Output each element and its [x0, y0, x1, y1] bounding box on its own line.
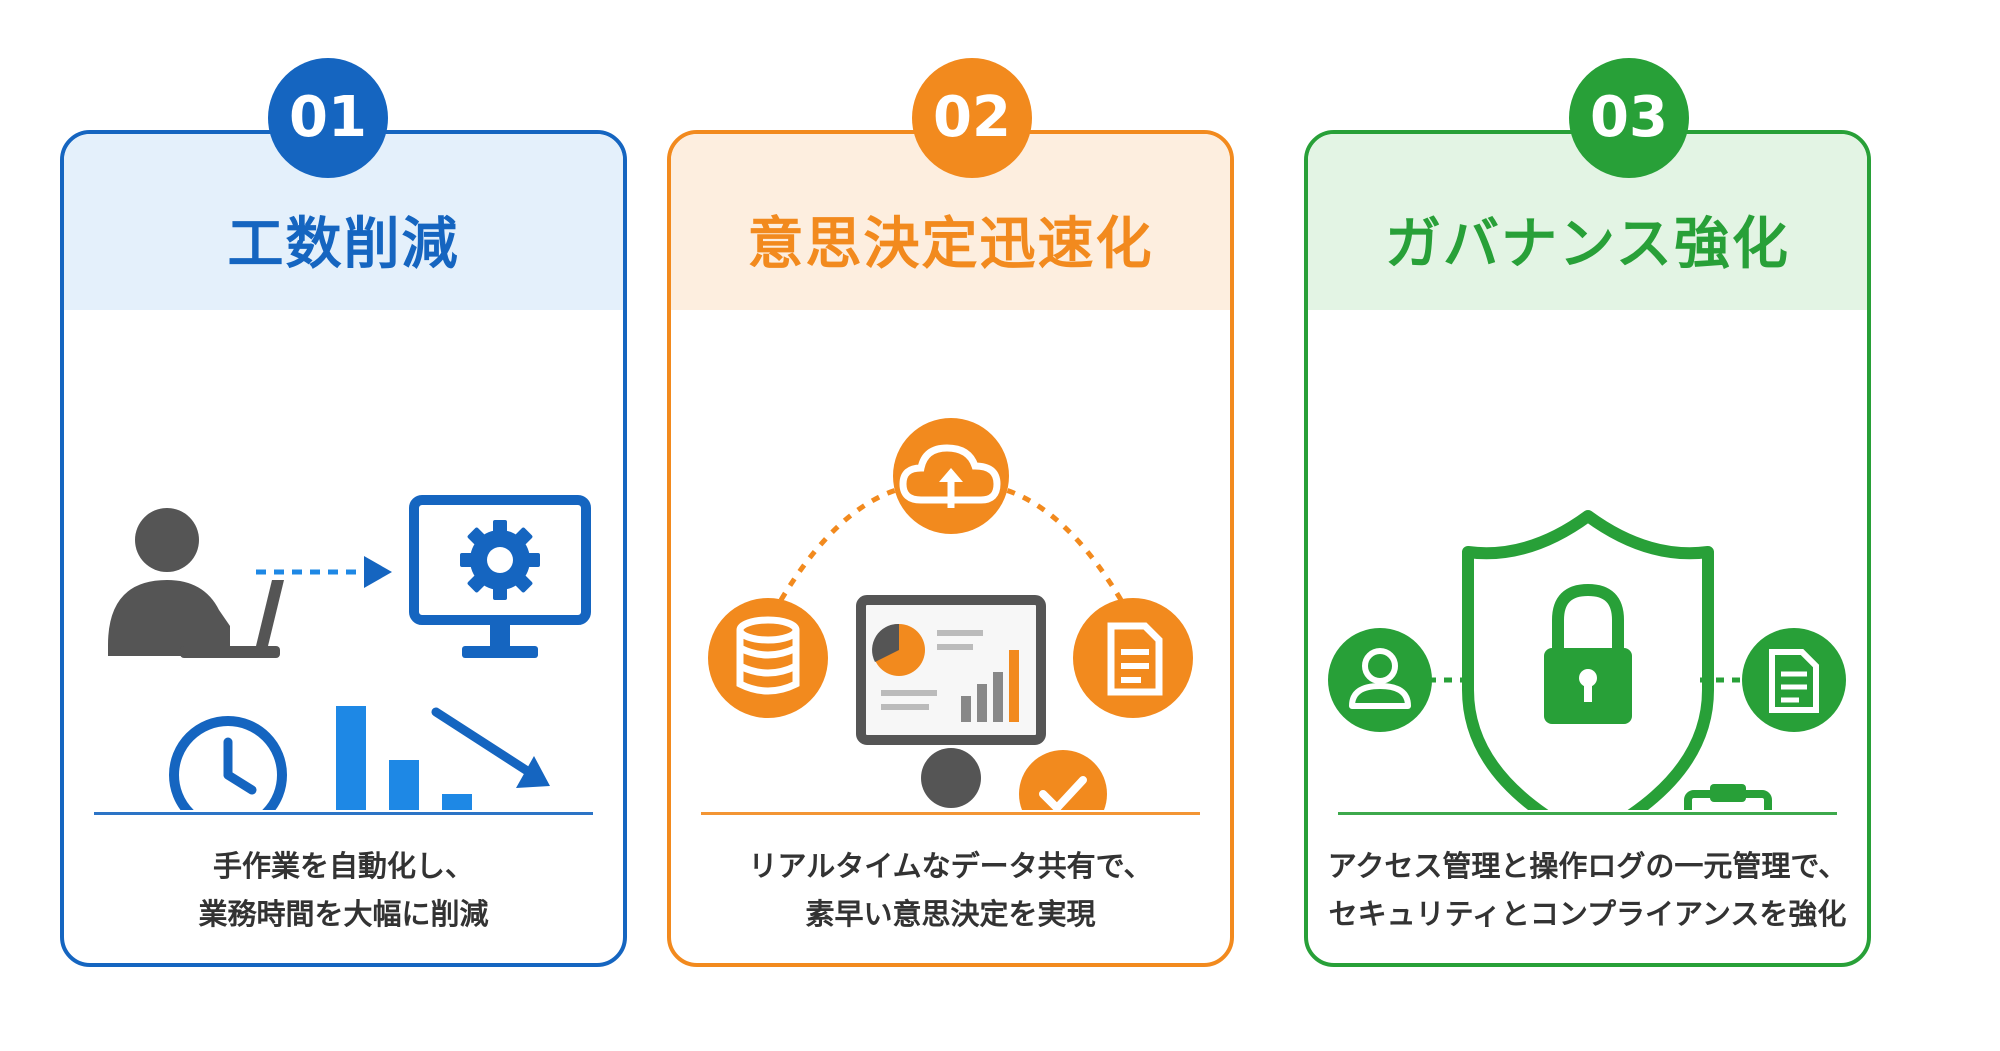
card-illustration: [108, 495, 591, 810]
dotted-arrow: [256, 556, 392, 588]
document-icon: [1073, 598, 1193, 718]
bar-chart-decrease-icon: [336, 706, 550, 810]
card-header: [1308, 134, 1867, 310]
card-description: アクセス管理と操作ログの一元管理で、 セキュリティとコンプライアンスを強化: [1327, 849, 1848, 931]
card-workload-reduction: 工数削減: [60, 130, 627, 967]
monitor-gear-icon: [409, 495, 591, 658]
card-divider: [94, 812, 593, 815]
shield-lock-icon: [1462, 510, 1714, 810]
dotted-arc-connector: [778, 483, 1124, 602]
document-icon: [1742, 628, 1846, 732]
dashboard-icon: [856, 595, 1046, 745]
card-illustration: [1328, 510, 1846, 810]
user-icon: [1328, 628, 1432, 732]
checklist-clipboard-icon: [1684, 784, 1772, 810]
card-faster-decision-making: 意思決定迅速化: [667, 130, 1234, 967]
clock-icon: [169, 716, 287, 810]
card-title: 意思決定迅速化: [747, 212, 1154, 277]
person-laptop-icon: [108, 508, 284, 658]
card-description: 手作業を自動化し、 業務時間を大幅に削減: [198, 849, 489, 931]
card-number-badge: 01: [268, 58, 388, 178]
cloud-upload-icon: [893, 418, 1009, 534]
card-divider: [701, 812, 1200, 815]
card-number-badge: 03: [1569, 58, 1689, 178]
card-title: 工数削減: [227, 212, 460, 277]
check-bubble-icon: [1019, 750, 1107, 810]
card-number-badge: 02: [912, 58, 1032, 178]
card-divider: [1338, 812, 1837, 815]
card-description: リアルタイムなデータ共有で、 素早い意思決定を実現: [748, 849, 1153, 931]
businessman-icon: [921, 748, 981, 808]
card-title: ガバナンス強化: [1385, 212, 1790, 277]
card-governance-enhancement: ガバナンス強化: [1304, 130, 1871, 967]
card-illustration: [708, 418, 1193, 810]
database-icon: [708, 598, 828, 718]
